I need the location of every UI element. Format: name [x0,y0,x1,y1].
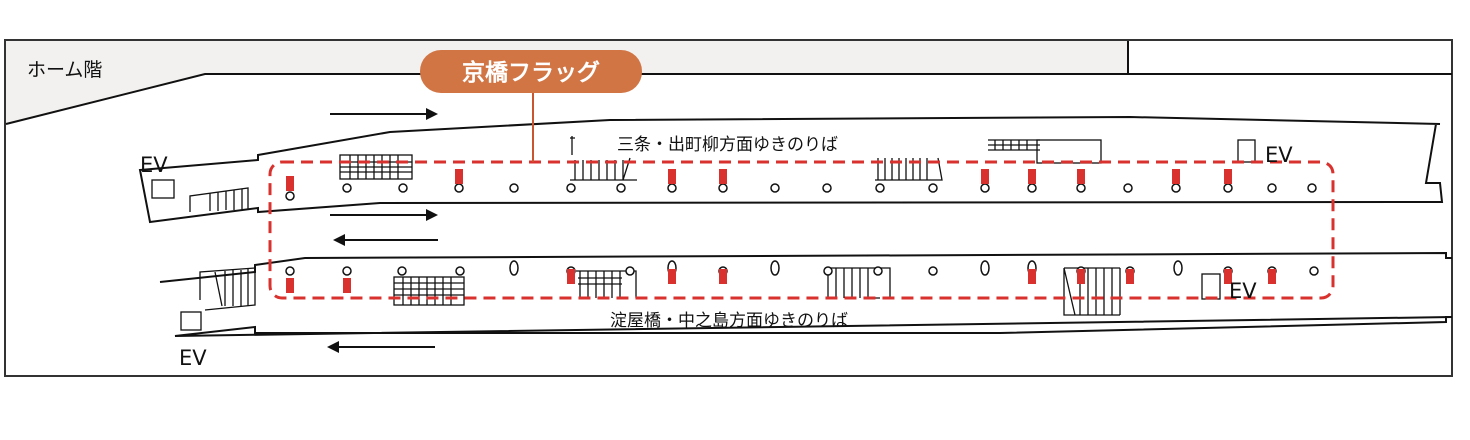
door-position-marker [1028,269,1036,284]
door-position-marker [343,278,351,293]
column-marker [1171,183,1181,193]
upper-platform-label: 三条・出町柳方面ゆきのりば [617,135,838,155]
column-marker [509,260,519,276]
column-marker [454,183,464,193]
door-position-marker [286,176,294,191]
door-position-marker [286,278,294,293]
column-marker [397,266,407,276]
upper-platform [138,115,1444,224]
elevator-icon [1237,139,1256,163]
callout-pill [420,50,642,93]
door-position-marker [567,269,575,284]
column-marker [980,260,990,276]
ev-label: EV [1265,143,1293,167]
stairs-icon [825,267,891,299]
door-position-marker [1126,269,1134,284]
column-marker [823,266,833,276]
door-position-marker [668,269,676,284]
column-marker [928,266,938,276]
column-marker [625,266,635,276]
column-marker [980,183,990,193]
stairs-icon [189,187,249,212]
column-marker [1027,183,1037,193]
column-marker [566,183,576,193]
door-position-marker [719,169,727,184]
stairs-icon [1063,267,1121,316]
elevator-icon [180,311,202,331]
kyobashi-flag-area [268,160,1335,300]
door-position-marker [719,269,727,284]
door-position-marker [668,169,676,184]
direction-arrow-left [333,234,438,246]
direction-arrow-left [327,341,435,353]
door-position-marker [1077,169,1085,184]
ev-label: EV [179,346,207,370]
column-marker [875,183,885,193]
column-marker [1223,183,1233,193]
door-position-marker [1077,269,1085,284]
column-marker [822,183,832,193]
ev-label: EV [140,153,168,177]
door-position-marker [455,169,463,184]
stairs-icon [570,136,637,181]
door-position-marker [1224,169,1232,184]
concourse-edge [5,73,1452,125]
ev-label: EV [1229,279,1257,303]
door-position-marker [1224,269,1232,284]
escalator-icon [393,276,465,306]
column-marker [285,266,295,276]
stairs-icon [875,157,943,181]
column-marker [1076,183,1086,193]
direction-arrow-right [330,209,438,221]
column-marker [455,266,465,276]
column-marker [770,183,780,193]
door-position-marker [1172,169,1180,184]
door-position-marker [1028,169,1036,184]
direction-arrow-right [330,108,438,120]
column-marker [285,191,295,201]
column-marker [342,183,352,193]
door-position-marker [1268,269,1276,284]
column-marker [1123,183,1133,193]
column-marker [509,183,519,193]
stairs-icon [199,267,256,311]
column-marker [342,266,352,276]
column-marker [616,183,626,193]
column-marker [1309,266,1319,276]
floor-label: ホーム階 [27,59,102,81]
column-marker [1307,183,1317,193]
callout-label: 京橋フラッグ [462,59,600,86]
column-marker [398,183,408,193]
column-marker [1173,260,1183,276]
door-position-marker [981,169,989,184]
column-marker [873,266,883,276]
column-marker [1267,183,1277,193]
column-marker [770,260,780,276]
column-marker [667,183,677,193]
column-marker [928,183,938,193]
column-marker [718,183,728,193]
floor-band [6,41,1128,124]
elevator-icon [151,179,175,199]
lower-platform-label: 淀屋橋・中之島方面ゆきのりば [610,311,848,331]
